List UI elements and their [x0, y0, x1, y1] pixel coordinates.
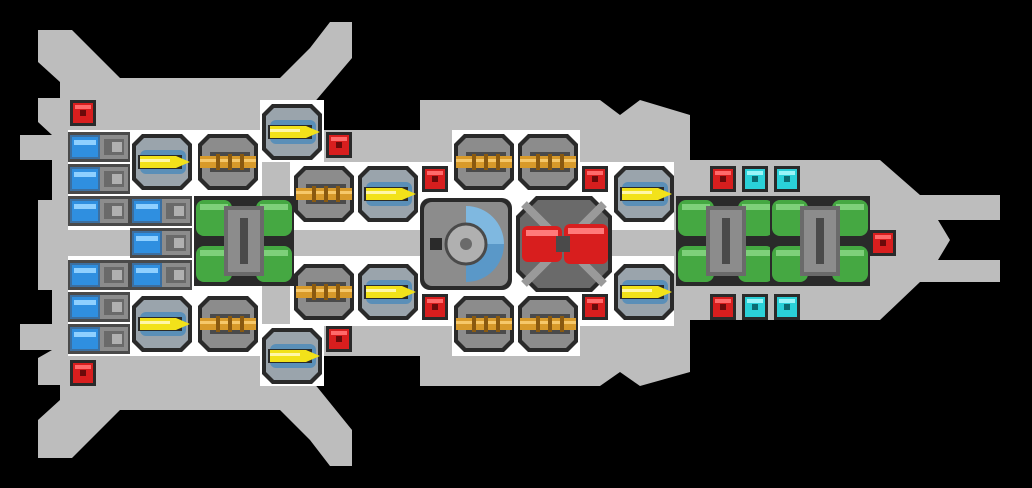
laser-turret[interactable]: [294, 264, 354, 320]
laser-turret[interactable]: [518, 296, 578, 352]
missile-launcher[interactable]: [358, 264, 418, 320]
reactor-module[interactable]: [676, 196, 776, 286]
corridor: [290, 230, 420, 256]
missile-launcher[interactable]: [358, 166, 418, 222]
red-node[interactable]: [710, 294, 736, 320]
missile-launcher[interactable]: [614, 166, 674, 222]
thruster-module[interactable]: [68, 164, 130, 194]
red-node[interactable]: [870, 230, 896, 256]
shield-core[interactable]: [420, 198, 512, 290]
laser-turret[interactable]: [198, 296, 258, 352]
red-node[interactable]: [326, 132, 352, 158]
red-node[interactable]: [422, 294, 448, 320]
red-node[interactable]: [422, 166, 448, 192]
cyan-node[interactable]: [742, 294, 768, 320]
thruster-module[interactable]: [130, 196, 192, 226]
thruster-module[interactable]: [68, 260, 130, 290]
missile-launcher[interactable]: [132, 296, 192, 352]
laser-turret[interactable]: [198, 134, 258, 190]
red-node[interactable]: [710, 166, 736, 192]
laser-turret[interactable]: [454, 134, 514, 190]
reactor-module[interactable]: [770, 196, 870, 286]
laser-turret[interactable]: [294, 166, 354, 222]
thruster-module[interactable]: [68, 196, 130, 226]
corridor: [610, 230, 676, 256]
red-node[interactable]: [326, 326, 352, 352]
thruster-module[interactable]: [68, 132, 130, 162]
missile-launcher[interactable]: [132, 134, 192, 190]
red-node[interactable]: [582, 294, 608, 320]
thruster-module[interactable]: [68, 292, 130, 322]
cyan-node[interactable]: [774, 166, 800, 192]
red-node[interactable]: [70, 360, 96, 386]
cyan-node[interactable]: [742, 166, 768, 192]
corridor: [68, 230, 132, 256]
red-node[interactable]: [582, 166, 608, 192]
red-node[interactable]: [70, 100, 96, 126]
thruster-module[interactable]: [130, 260, 192, 290]
heavy-turret[interactable]: [516, 196, 612, 292]
thruster-module[interactable]: [130, 228, 192, 258]
missile-launcher[interactable]: [262, 104, 322, 160]
thruster-module[interactable]: [68, 324, 130, 354]
reactor-module[interactable]: [194, 196, 294, 286]
laser-turret[interactable]: [518, 134, 578, 190]
missile-launcher[interactable]: [262, 328, 322, 384]
missile-launcher[interactable]: [614, 264, 674, 320]
cyan-node[interactable]: [774, 294, 800, 320]
laser-turret[interactable]: [454, 296, 514, 352]
